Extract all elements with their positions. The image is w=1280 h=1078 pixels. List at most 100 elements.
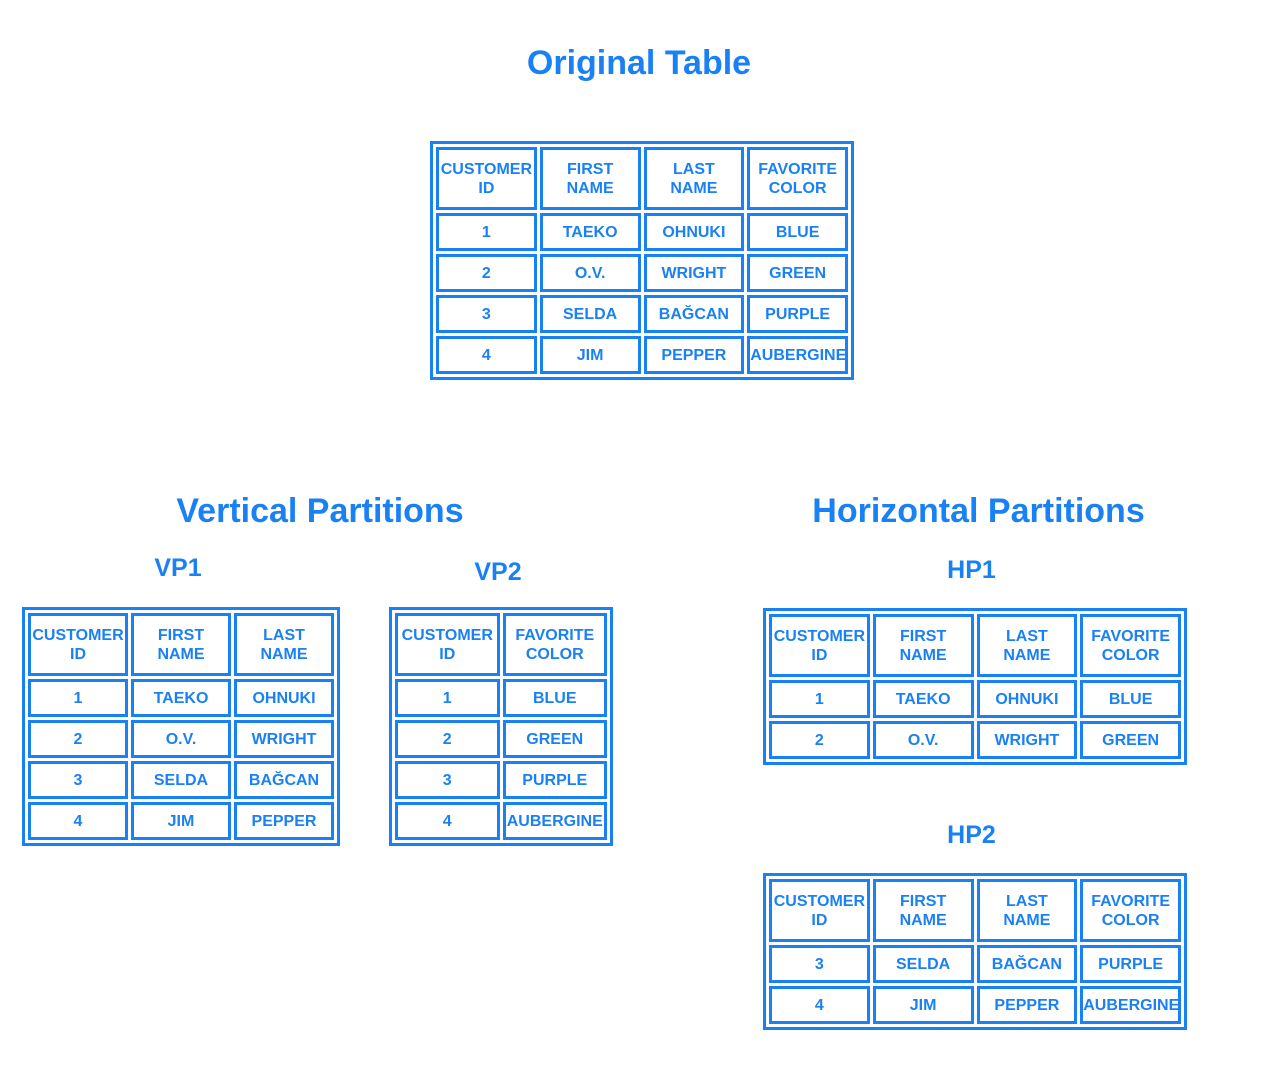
vp1-label: VP1	[154, 554, 202, 582]
data-cell: 4	[395, 802, 500, 840]
hp1-label: HP1	[947, 556, 996, 584]
data-cell: 2	[395, 720, 500, 758]
data-cell: PEPPER	[643, 336, 745, 374]
data-cell: AUBERGINE	[502, 802, 607, 840]
data-cell: SELDA	[131, 761, 231, 799]
horizontal-partitions-title: Horizontal Partitions	[812, 492, 1145, 530]
data-cell: 3	[28, 761, 128, 799]
data-cell: O.V.	[872, 721, 974, 759]
data-cell: BAĞCAN	[234, 761, 334, 799]
data-cell: BLUE	[747, 213, 848, 251]
data-cell: TAEKO	[539, 213, 641, 251]
data-cell: AUBERGINE	[747, 336, 848, 374]
data-cell: SELDA	[539, 295, 641, 333]
data-cell: 2	[769, 721, 870, 759]
vertical-partitions-title: Vertical Partitions	[176, 492, 464, 530]
data-cell: PURPLE	[1080, 945, 1181, 983]
data-cell: BAĞCAN	[976, 945, 1078, 983]
data-cell: 4	[28, 802, 128, 840]
hp2-label: HP2	[947, 821, 996, 849]
data-cell: JIM	[539, 336, 641, 374]
data-cell: 1	[28, 679, 128, 717]
data-cell: BLUE	[502, 679, 607, 717]
data-cell: 1	[436, 213, 537, 251]
data-cell: GREEN	[502, 720, 607, 758]
data-cell: GREEN	[1080, 721, 1181, 759]
data-cell: 2	[436, 254, 537, 292]
data-cell: 4	[769, 986, 870, 1024]
data-cell: PURPLE	[747, 295, 848, 333]
data-cell: 1	[395, 679, 500, 717]
data-cell: GREEN	[747, 254, 848, 292]
data-cell: 3	[436, 295, 537, 333]
data-cell: 3	[769, 945, 870, 983]
data-cell: JIM	[131, 802, 231, 840]
data-cell: 1	[769, 680, 870, 718]
data-cell: PEPPER	[234, 802, 334, 840]
vp2-label: VP2	[474, 558, 522, 586]
original-table-title: Original Table	[526, 44, 752, 82]
data-cell: BLUE	[1080, 680, 1181, 718]
data-cell: SELDA	[872, 945, 974, 983]
data-cell: TAEKO	[872, 680, 974, 718]
data-cell: WRIGHT	[643, 254, 745, 292]
data-cell: OHNUKI	[643, 213, 745, 251]
data-cell: O.V.	[131, 720, 231, 758]
data-cell: TAEKO	[131, 679, 231, 717]
data-cell: JIM	[872, 986, 974, 1024]
data-cell: WRIGHT	[234, 720, 334, 758]
data-cell: O.V.	[539, 254, 641, 292]
data-cell: 2	[28, 720, 128, 758]
data-cell: BAĞCAN	[643, 295, 745, 333]
data-cell: OHNUKI	[976, 680, 1078, 718]
data-cell: 4	[436, 336, 537, 374]
data-cell: WRIGHT	[976, 721, 1078, 759]
data-cell: AUBERGINE	[1080, 986, 1181, 1024]
data-cell: 3	[395, 761, 500, 799]
data-cell: PURPLE	[502, 761, 607, 799]
data-cell: PEPPER	[976, 986, 1078, 1024]
